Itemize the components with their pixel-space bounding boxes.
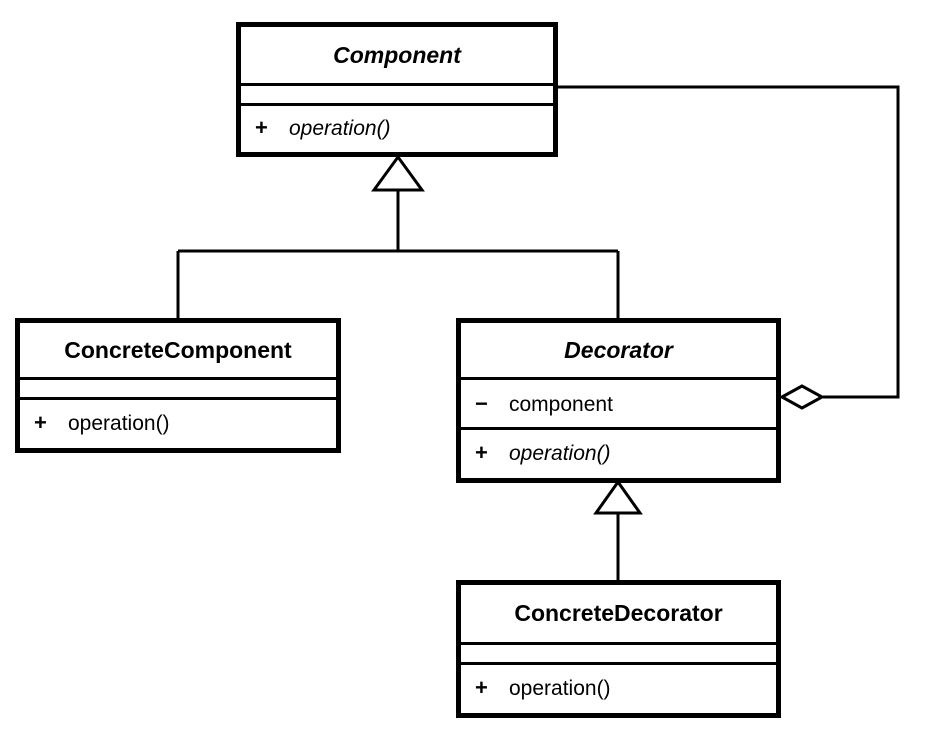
operations-compartment-concrete-decorator: + operation()	[461, 662, 776, 710]
operation-row: + operation()	[20, 410, 170, 436]
operations-compartment-concrete-component: + operation()	[20, 397, 336, 445]
operation-row: + operation()	[461, 440, 611, 466]
generalization-edge-to-decorator	[593, 479, 643, 581]
operation-row: + operation()	[461, 675, 611, 701]
operation-name: operation()	[509, 441, 611, 465]
class-name-component: Component	[241, 27, 553, 83]
attribute-name: component	[509, 392, 613, 416]
operation-row: + operation()	[241, 115, 391, 141]
class-name-concrete-decorator: ConcreteDecorator	[461, 585, 776, 642]
attributes-compartment-concrete-decorator	[461, 642, 776, 662]
class-name-decorator: Decorator	[461, 323, 776, 377]
aggregation-diamond-icon	[778, 384, 826, 410]
class-box-decorator[interactable]: Decorator −component + operation()	[456, 318, 781, 483]
attributes-compartment-component	[241, 83, 553, 103]
generalization-edge-to-component	[176, 154, 620, 320]
class-name-concrete-component: ConcreteComponent	[20, 323, 336, 377]
operation-name: operation()	[289, 117, 391, 140]
visibility-marker: +	[475, 674, 488, 700]
class-box-concrete-decorator[interactable]: ConcreteDecorator + operation()	[456, 580, 781, 718]
generalization-arrowhead-icon	[371, 154, 425, 192]
visibility-marker: +	[34, 409, 47, 435]
visibility-marker: +	[255, 115, 268, 140]
class-box-component[interactable]: Component + operation()	[236, 22, 558, 157]
attribute-row: −component	[461, 391, 613, 417]
attributes-compartment-concrete-component	[20, 377, 336, 397]
operations-compartment-component: + operation()	[241, 103, 553, 150]
visibility-marker: +	[475, 439, 488, 465]
operation-name: operation()	[509, 676, 611, 700]
operations-compartment-decorator: + operation()	[461, 427, 776, 475]
class-box-concrete-component[interactable]: ConcreteComponent + operation()	[15, 318, 341, 453]
attributes-compartment-decorator: −component	[461, 377, 776, 427]
operation-name: operation()	[68, 411, 170, 435]
generalization-arrowhead-icon	[593, 479, 643, 515]
visibility-marker: −	[475, 390, 488, 416]
